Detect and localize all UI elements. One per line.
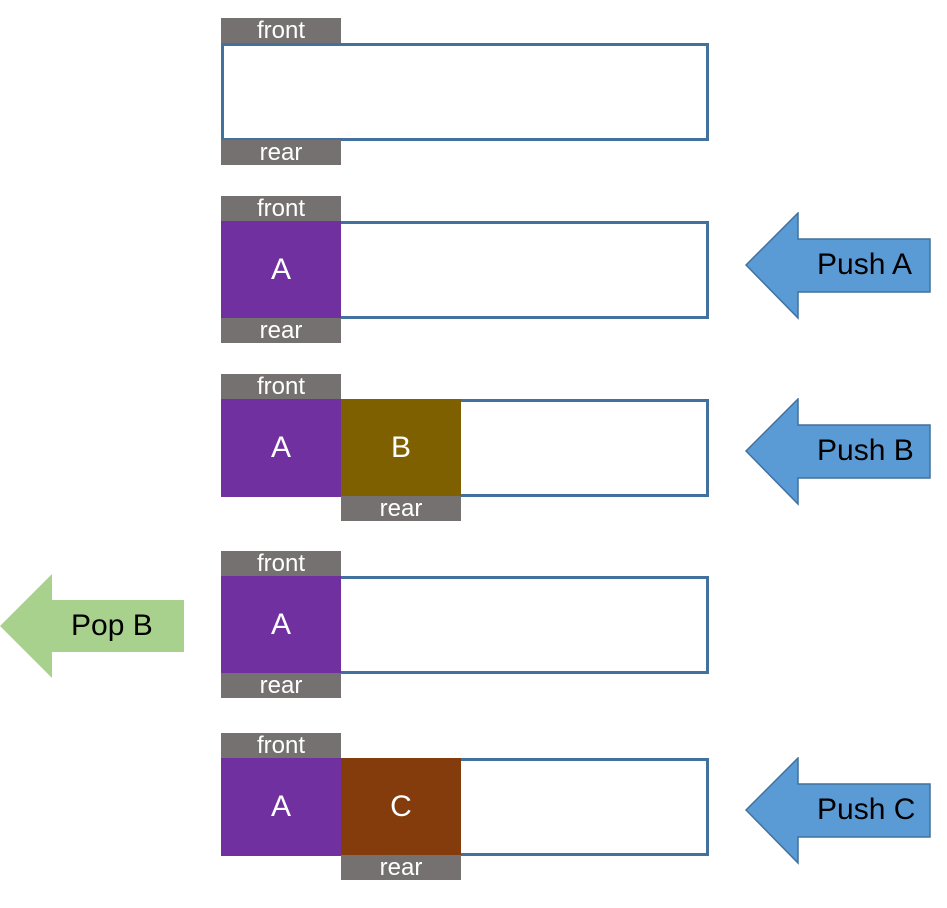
pop-b-label: Pop B — [71, 609, 153, 642]
front-pointer: front — [221, 733, 341, 759]
queue-state-push-a: A front rear Push A — [0, 196, 947, 346]
queue-container — [221, 43, 709, 141]
queue-item-c: C — [341, 758, 461, 856]
queue-item-b: B — [341, 399, 461, 497]
push-arrow-icon — [745, 212, 931, 320]
rear-pointer: rear — [221, 673, 341, 699]
push-arrow-icon — [745, 757, 931, 865]
push-arrow-icon — [745, 398, 931, 506]
queue-item-a: A — [221, 576, 341, 674]
push-a-label: Push A — [817, 248, 913, 281]
queue-state-push-c: A C front rear Push C — [0, 733, 947, 883]
queue-state-pop-b: A front rear Pop B — [0, 551, 947, 701]
queue-state-push-b: A B front rear Push B — [0, 374, 947, 524]
rear-pointer: rear — [341, 855, 461, 881]
queue-state-empty: front rear — [0, 18, 947, 168]
rear-pointer: rear — [341, 496, 461, 522]
queue-item-a: A — [221, 221, 341, 319]
rear-pointer: rear — [221, 140, 341, 166]
rear-pointer: rear — [221, 318, 341, 344]
queue-item-a: A — [221, 758, 341, 856]
front-pointer: front — [221, 196, 341, 222]
front-pointer: front — [221, 551, 341, 577]
queue-item-a: A — [221, 399, 341, 497]
push-b-label: Push B — [817, 434, 914, 467]
front-pointer: front — [221, 18, 341, 44]
front-pointer: front — [221, 374, 341, 400]
pop-arrow-icon — [0, 574, 184, 678]
push-c-label: Push C — [817, 793, 916, 826]
